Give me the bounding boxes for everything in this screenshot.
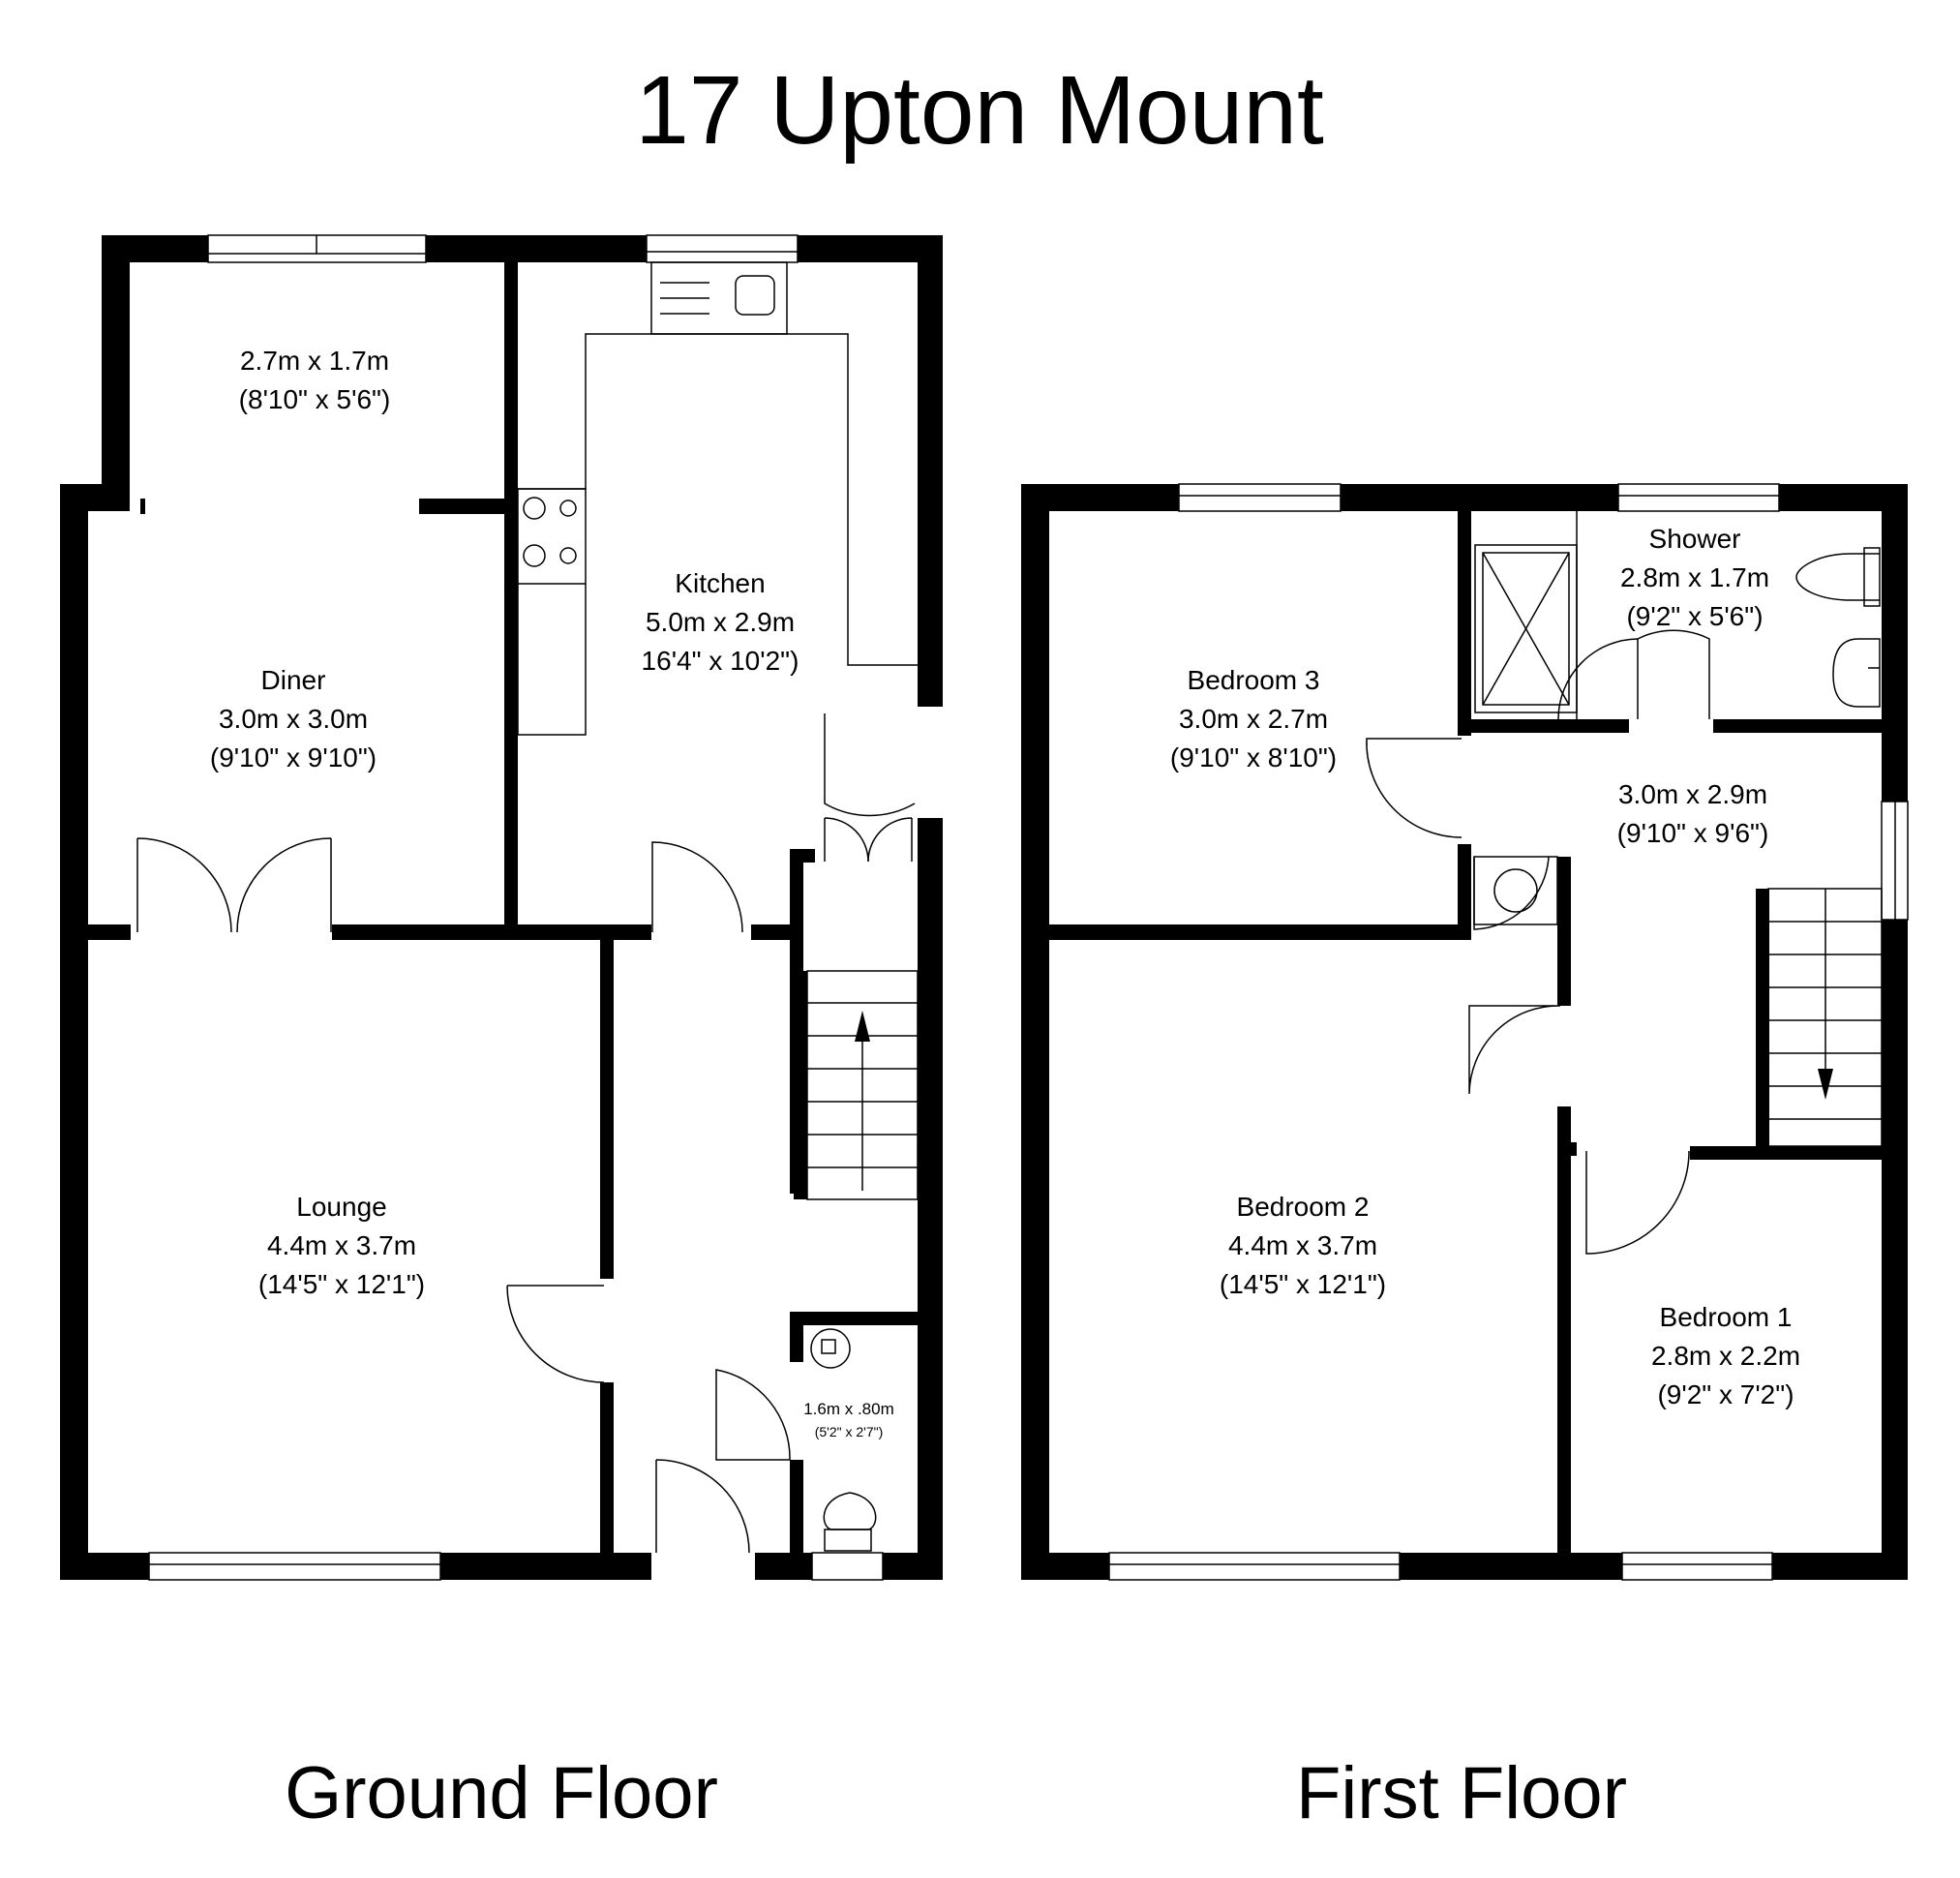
bedroom3-name: Bedroom 3 xyxy=(1188,665,1320,695)
lounge-metric: 4.4m x 3.7m xyxy=(267,1230,416,1260)
ground-floor-label: Ground Floor xyxy=(285,1752,718,1834)
lounge-name: Lounge xyxy=(296,1192,386,1222)
lounge-imperial: (14'5" x 12'1") xyxy=(258,1269,425,1299)
kitchen-name: Kitchen xyxy=(675,568,765,598)
ground-floor-labels: 2.7m x 1.7m (8'10" x 5'6") Diner 3.0m x … xyxy=(210,346,894,1439)
ground-floor xyxy=(60,234,943,1581)
shower-imperial: (9'2" x 5'6") xyxy=(1626,601,1763,631)
bedroom1-name: Bedroom 1 xyxy=(1660,1302,1793,1332)
bedroom3-metric: 3.0m x 2.7m xyxy=(1179,704,1328,734)
first-floor-label: First Floor xyxy=(1296,1752,1627,1834)
first-floor xyxy=(1021,483,1909,1581)
wc-metric: 1.6m x .80m xyxy=(803,1400,894,1418)
diner-name: Diner xyxy=(261,665,326,695)
shower-metric: 2.8m x 1.7m xyxy=(1620,562,1769,592)
bedroom1-metric: 2.8m x 2.2m xyxy=(1651,1341,1800,1371)
bedroom3-imperial: (9'10" x 8'10") xyxy=(1170,742,1337,772)
first-floor-labels: Bedroom 3 3.0m x 2.7m (9'10" x 8'10") Sh… xyxy=(1170,524,1800,1409)
landing-metric: 3.0m x 2.9m xyxy=(1618,779,1767,809)
bedroom2-metric: 4.4m x 3.7m xyxy=(1228,1230,1377,1260)
diner-ext-imperial: (8'10" x 5'6") xyxy=(239,384,391,414)
plan-title: 17 Upton Mount xyxy=(635,56,1324,165)
kitchen-metric: 5.0m x 2.9m xyxy=(646,607,795,637)
bedroom1-imperial: (9'2" x 7'2") xyxy=(1657,1379,1794,1409)
shower-name: Shower xyxy=(1649,524,1741,554)
diner-imperial: (9'10" x 9'10") xyxy=(210,742,377,772)
bedroom2-imperial: (14'5" x 12'1") xyxy=(1220,1269,1386,1299)
wc-imperial: (5'2" x 2'7") xyxy=(815,1424,884,1439)
landing-imperial: (9'10" x 9'6") xyxy=(1617,818,1769,848)
bedroom2-name: Bedroom 2 xyxy=(1237,1192,1370,1222)
diner-metric: 3.0m x 3.0m xyxy=(219,704,368,734)
diner-ext-metric: 2.7m x 1.7m xyxy=(240,346,389,376)
kitchen-imperial: 16'4" x 10'2") xyxy=(642,646,799,676)
